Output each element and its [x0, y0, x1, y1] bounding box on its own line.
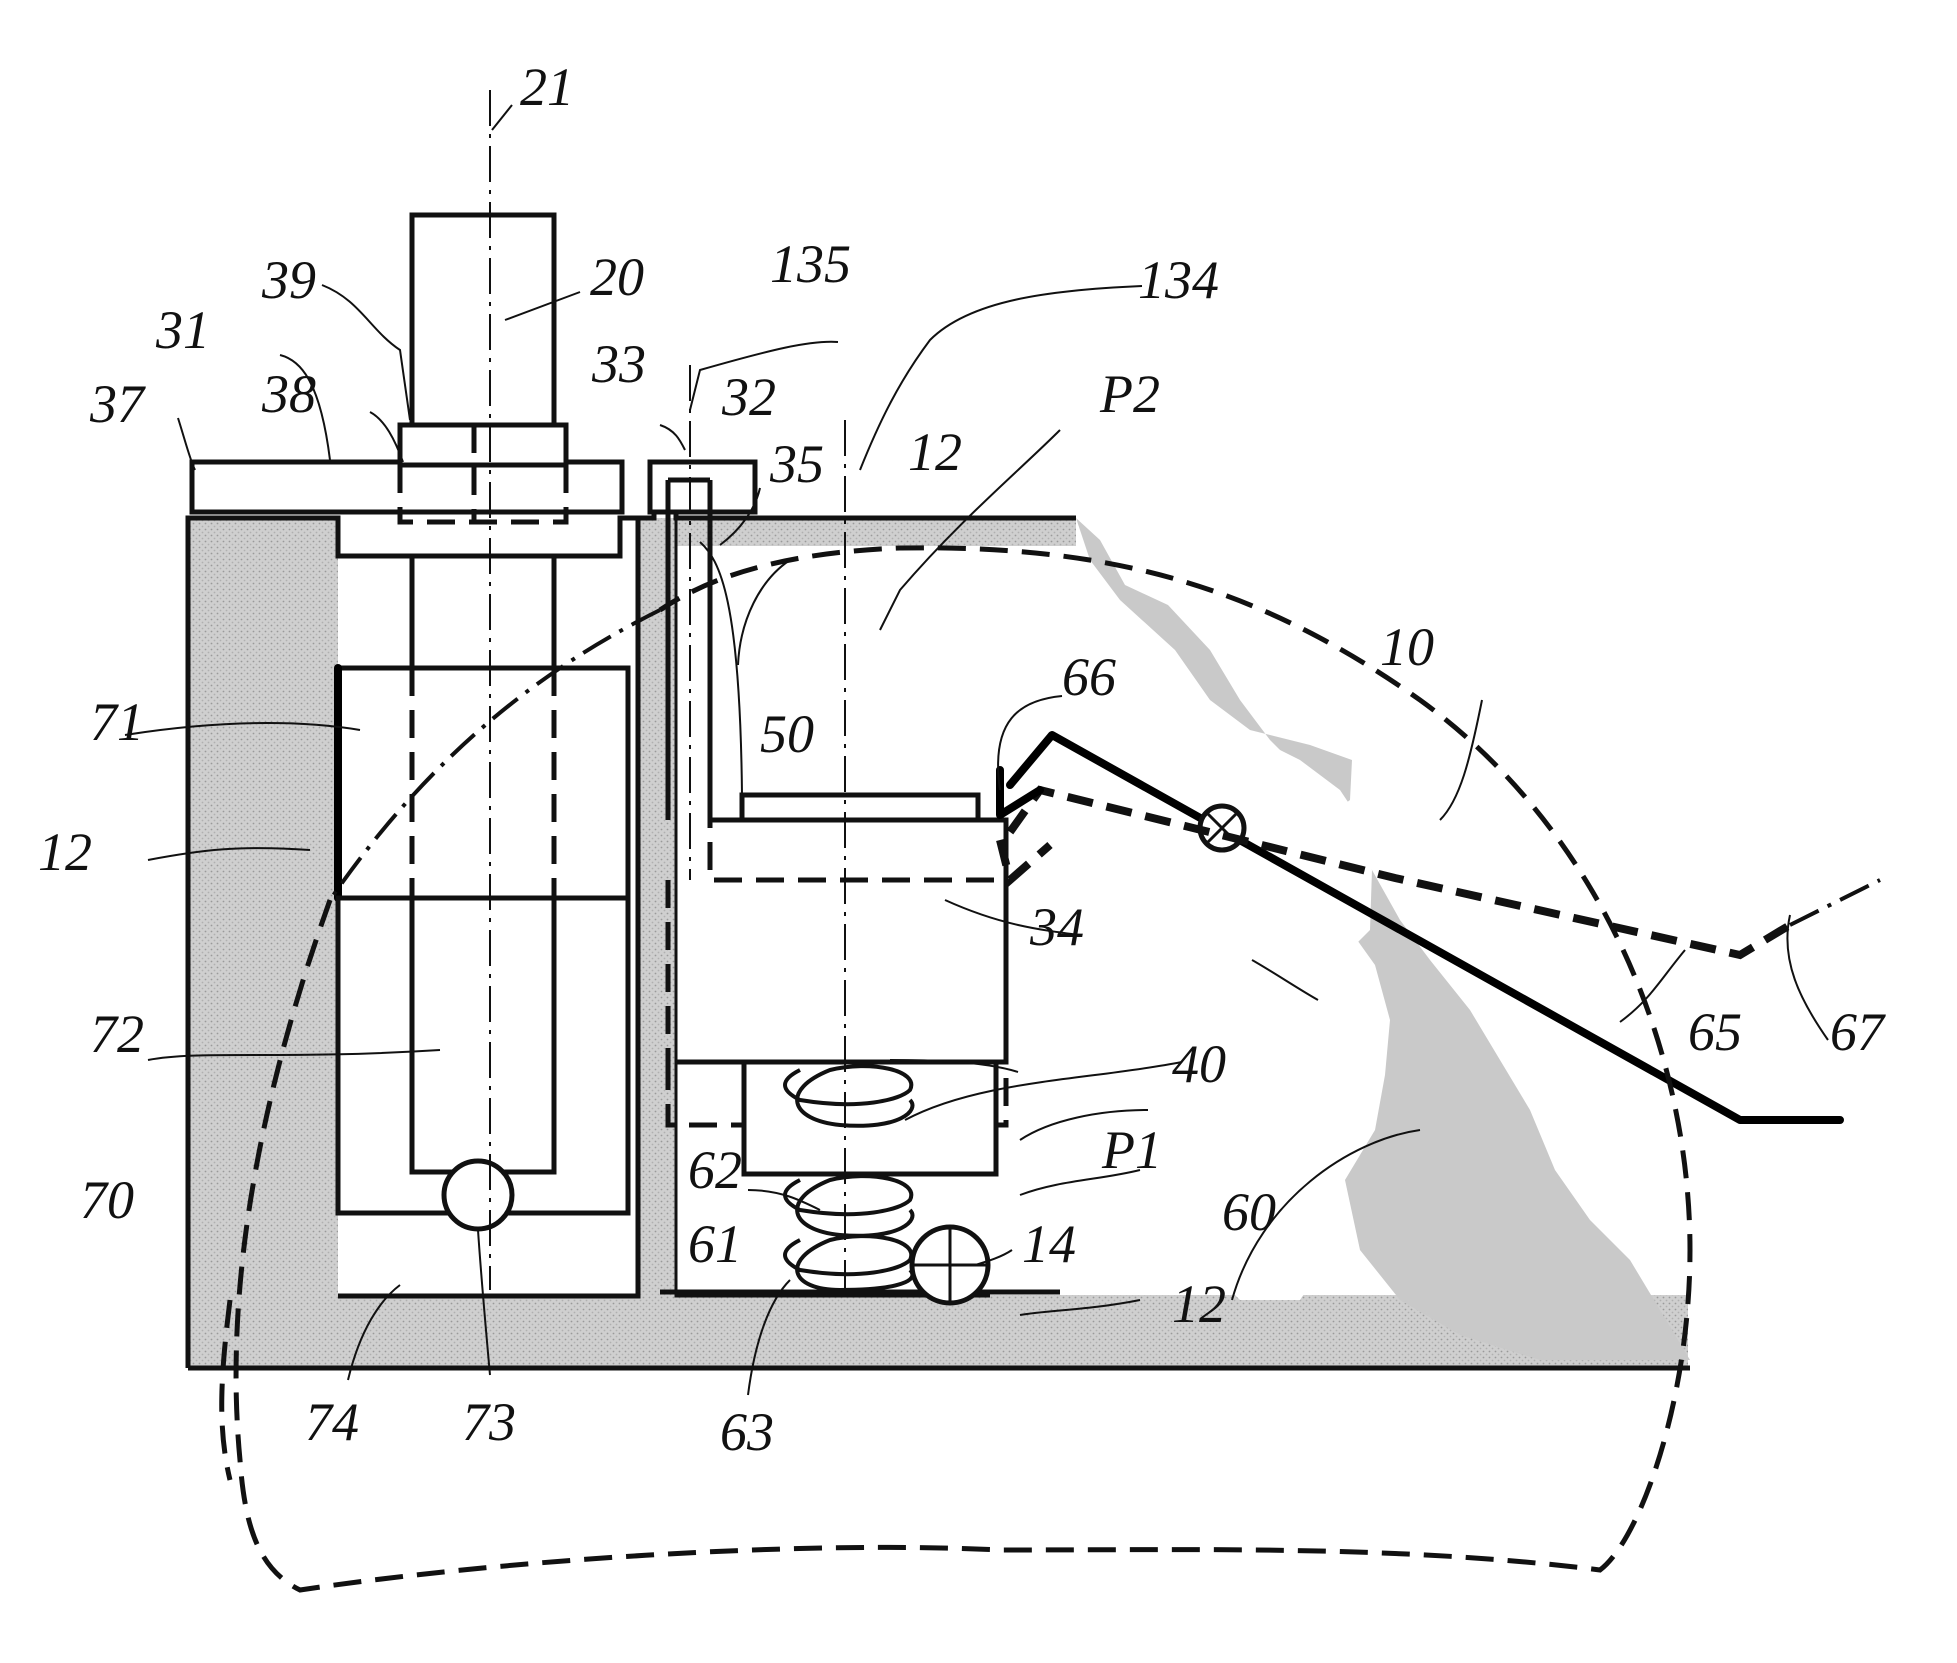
label-134: 134 — [1138, 250, 1219, 310]
label-65: 65 — [1688, 1002, 1742, 1062]
pedestal — [744, 1062, 996, 1174]
label-12-top: 12 — [908, 422, 962, 482]
label-21: 21 — [520, 57, 574, 117]
label-38: 38 — [261, 364, 316, 424]
label-37: 37 — [89, 374, 146, 434]
label-72: 72 — [90, 1004, 144, 1064]
label-14: 14 — [1022, 1214, 1076, 1274]
ball-73 — [444, 1161, 512, 1229]
rod-20 — [412, 215, 554, 425]
label-50: 50 — [760, 704, 814, 764]
label-39: 39 — [261, 250, 316, 310]
label-70: 70 — [80, 1170, 134, 1230]
label-61: 61 — [688, 1214, 742, 1274]
label-35: 35 — [769, 434, 824, 494]
cover-31 — [192, 462, 622, 512]
label-60: 60 — [1222, 1182, 1276, 1242]
label-67: 67 — [1830, 1002, 1886, 1062]
label-66: 66 — [1062, 647, 1116, 707]
cylinder-71 — [338, 668, 628, 898]
label-12-bottom: 12 — [1172, 1274, 1226, 1334]
label-31: 31 — [155, 300, 210, 360]
label-10: 10 — [1380, 617, 1434, 677]
plate-50 — [742, 795, 978, 820]
label-74: 74 — [305, 1392, 359, 1452]
label-20: 20 — [590, 247, 644, 307]
label-73: 73 — [462, 1392, 516, 1452]
label-71: 71 — [90, 692, 144, 752]
label-P2: P2 — [1099, 364, 1160, 424]
label-32: 32 — [721, 367, 776, 427]
label-135: 135 — [770, 234, 851, 294]
label-P1: P1 — [1101, 1120, 1162, 1180]
label-40: 40 — [1172, 1034, 1226, 1094]
label-63: 63 — [720, 1402, 774, 1462]
label-12-left: 12 — [38, 822, 92, 882]
label-33: 33 — [591, 334, 646, 394]
label-34: 34 — [1029, 897, 1084, 957]
nut-39 — [400, 425, 566, 465]
label-62: 62 — [688, 1140, 742, 1200]
